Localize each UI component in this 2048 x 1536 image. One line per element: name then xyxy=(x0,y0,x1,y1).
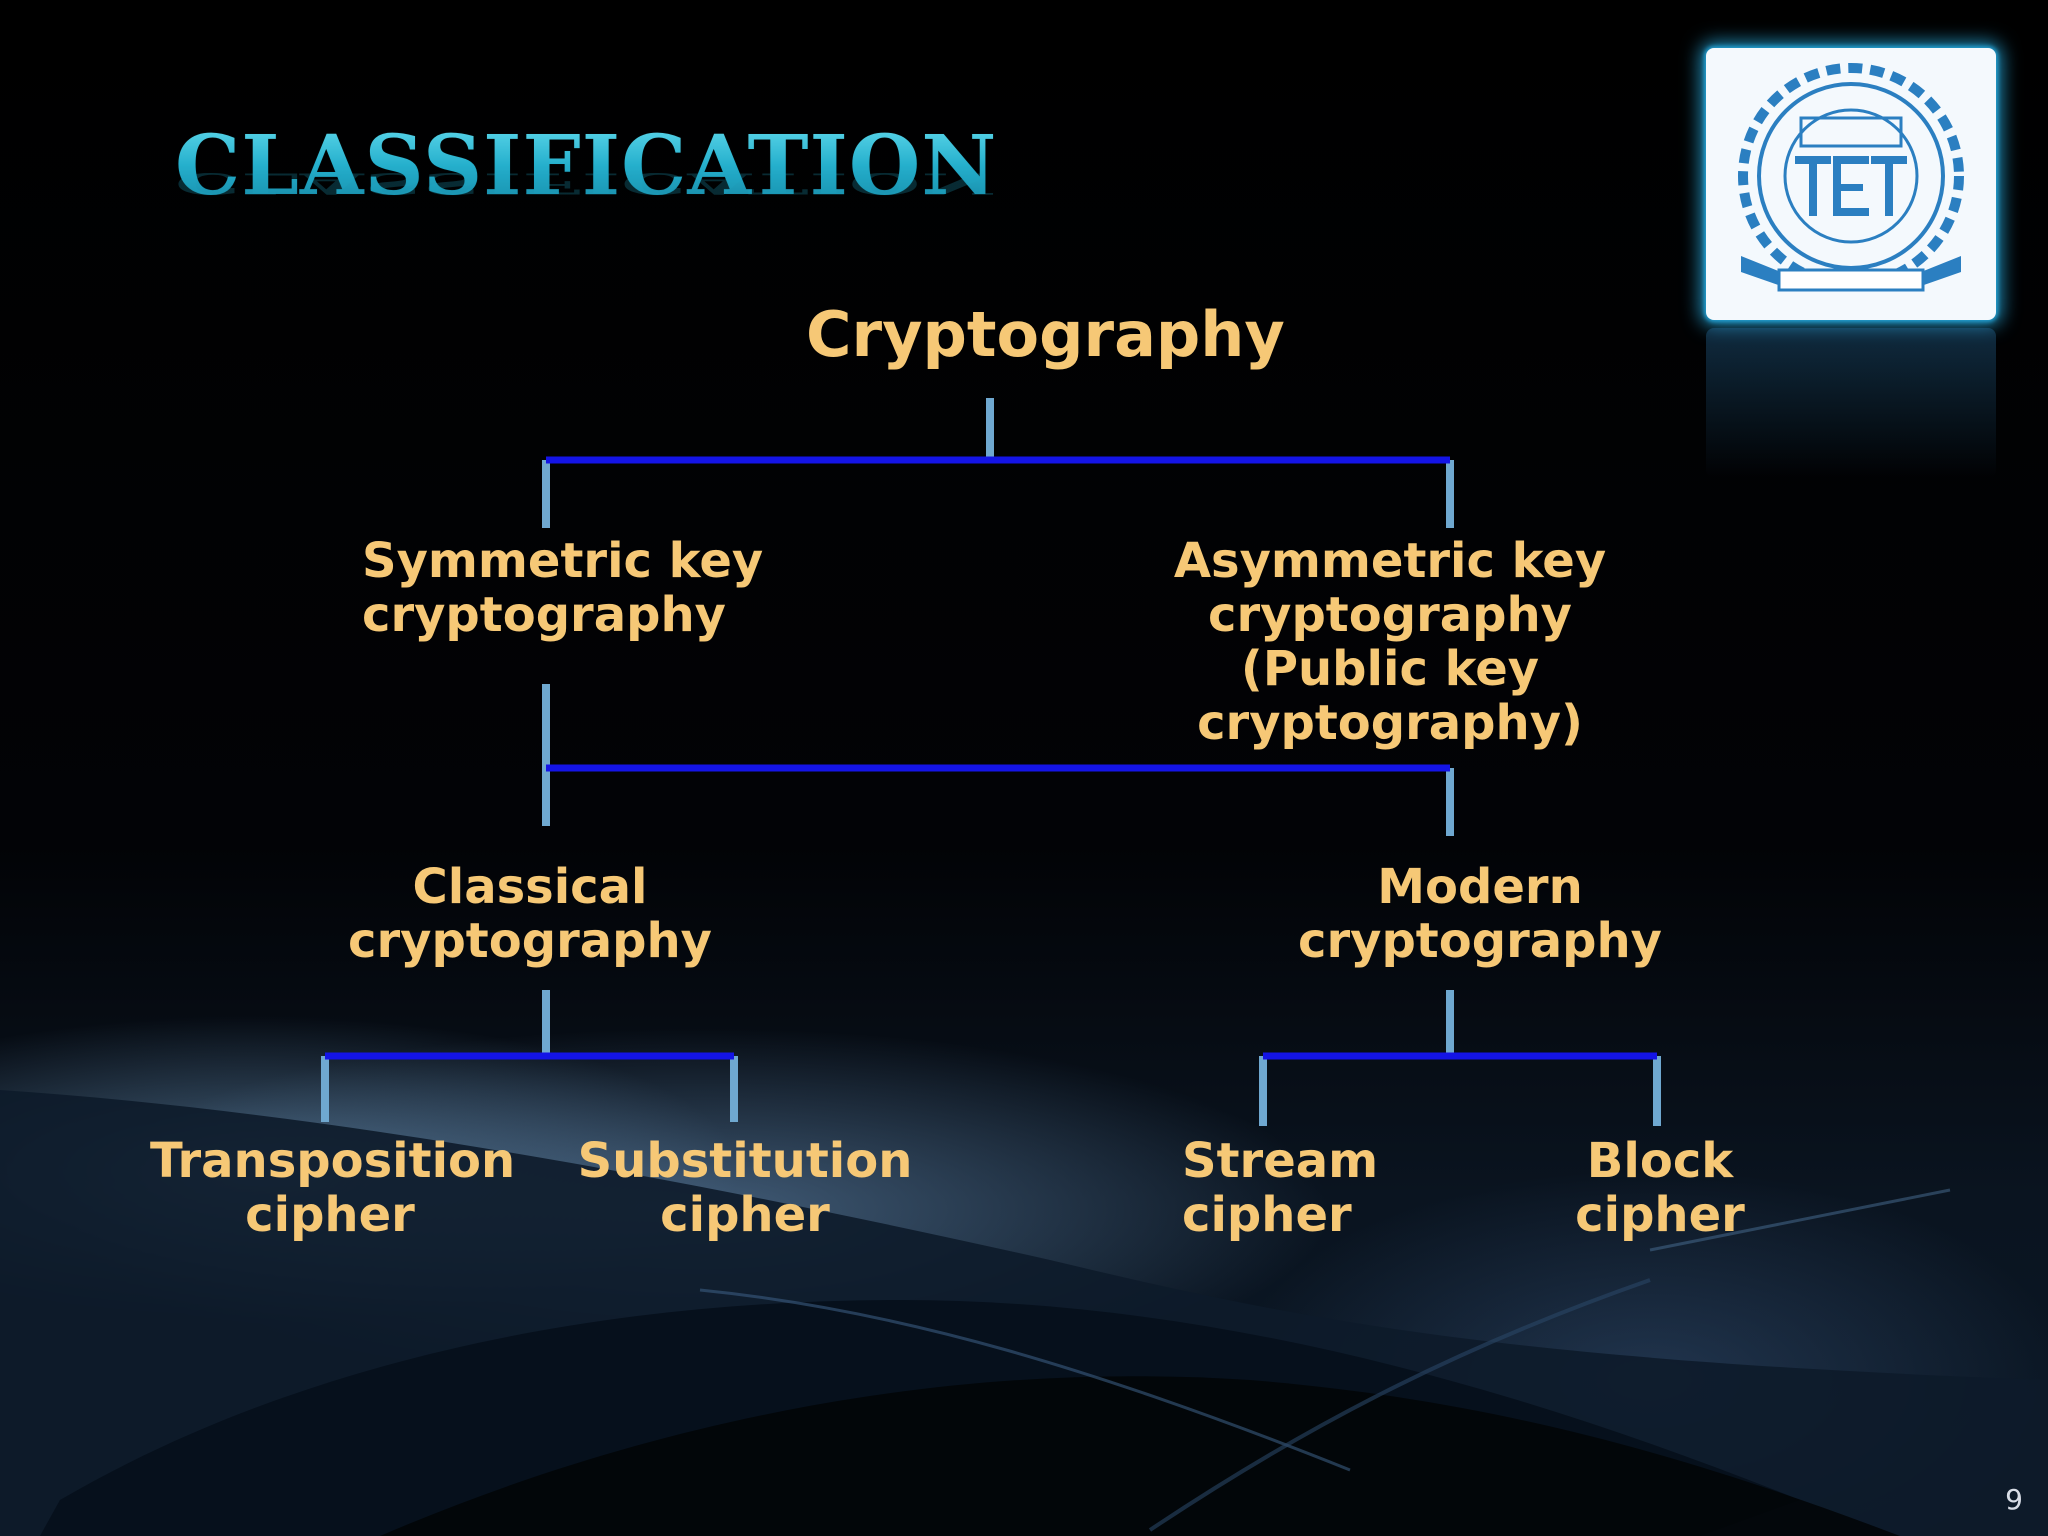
node-block: Block cipher xyxy=(1575,1133,1745,1243)
node-transposition: Transposition cipher xyxy=(150,1133,516,1243)
node-substitution: Substitution cipher xyxy=(577,1133,913,1243)
slide-title: CLASSIFICATION xyxy=(175,118,998,214)
college-logo xyxy=(1706,48,1996,320)
node-symmetric-key: Symmetric key cryptography xyxy=(362,533,764,643)
college-logo-reflection xyxy=(1706,328,1996,478)
node-stream: Stream cipher xyxy=(1182,1133,1379,1243)
connector-verticals xyxy=(321,398,1661,1126)
page-number: 9 xyxy=(2005,1483,2023,1516)
node-cryptography: Cryptography xyxy=(806,298,1285,371)
node-asymmetric-key: Asymmetric key cryptography (Public key … xyxy=(1173,533,1607,751)
node-classical: Classical cryptography xyxy=(348,859,712,969)
connector-horizontals xyxy=(325,456,1657,1060)
node-modern: Modern cryptography xyxy=(1298,859,1662,969)
college-seal-icon xyxy=(1738,63,1964,292)
